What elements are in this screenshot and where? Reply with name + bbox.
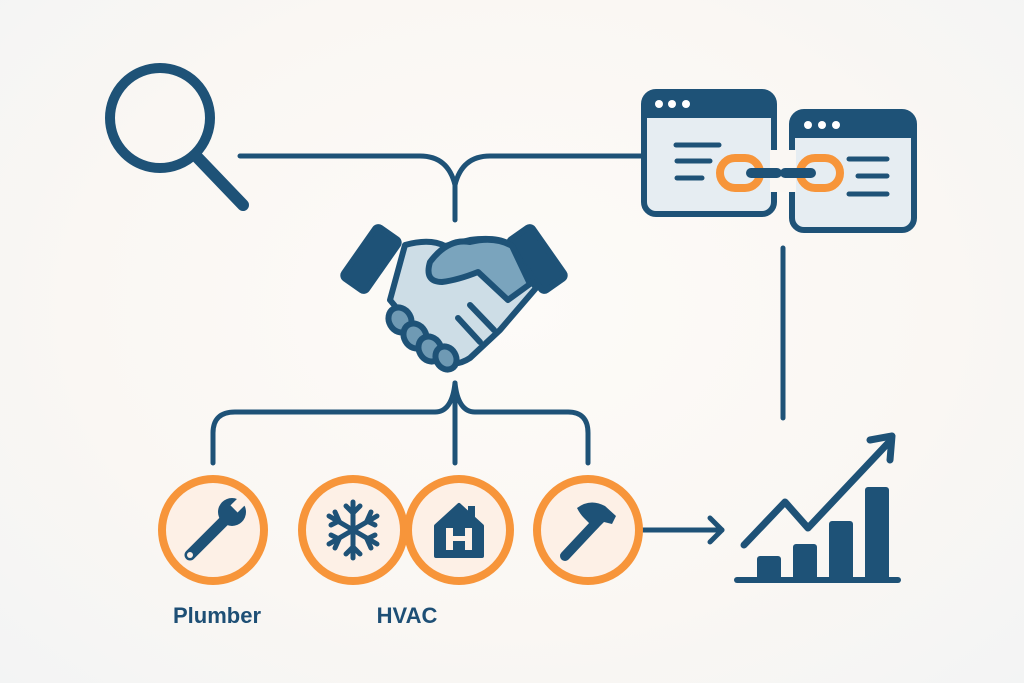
arrow-to-growth-icon	[640, 515, 725, 545]
wrench-icon	[184, 495, 248, 561]
snowflake-icon	[326, 499, 380, 561]
chain-link-icon	[716, 154, 844, 192]
hammer-icon	[560, 502, 616, 561]
growth-chart-icon	[734, 432, 901, 583]
browser-window-left-icon	[641, 89, 777, 217]
hvac-house-node	[404, 475, 514, 585]
hvac-snowflake-node	[298, 475, 408, 585]
house-icon	[434, 503, 484, 558]
plumber-node	[158, 475, 268, 585]
hvac-label: HVAC	[376, 603, 438, 628]
connector-brace-bottom	[210, 380, 591, 466]
handshake-icon	[340, 224, 568, 373]
browser-window-right-icon	[789, 109, 917, 233]
contractor-node	[533, 475, 643, 585]
linked-browser-windows-icon	[641, 89, 917, 233]
connector-search-to-handshake	[237, 153, 647, 188]
plumber-label: Plumber	[172, 603, 262, 628]
magnifier-icon	[105, 63, 249, 211]
